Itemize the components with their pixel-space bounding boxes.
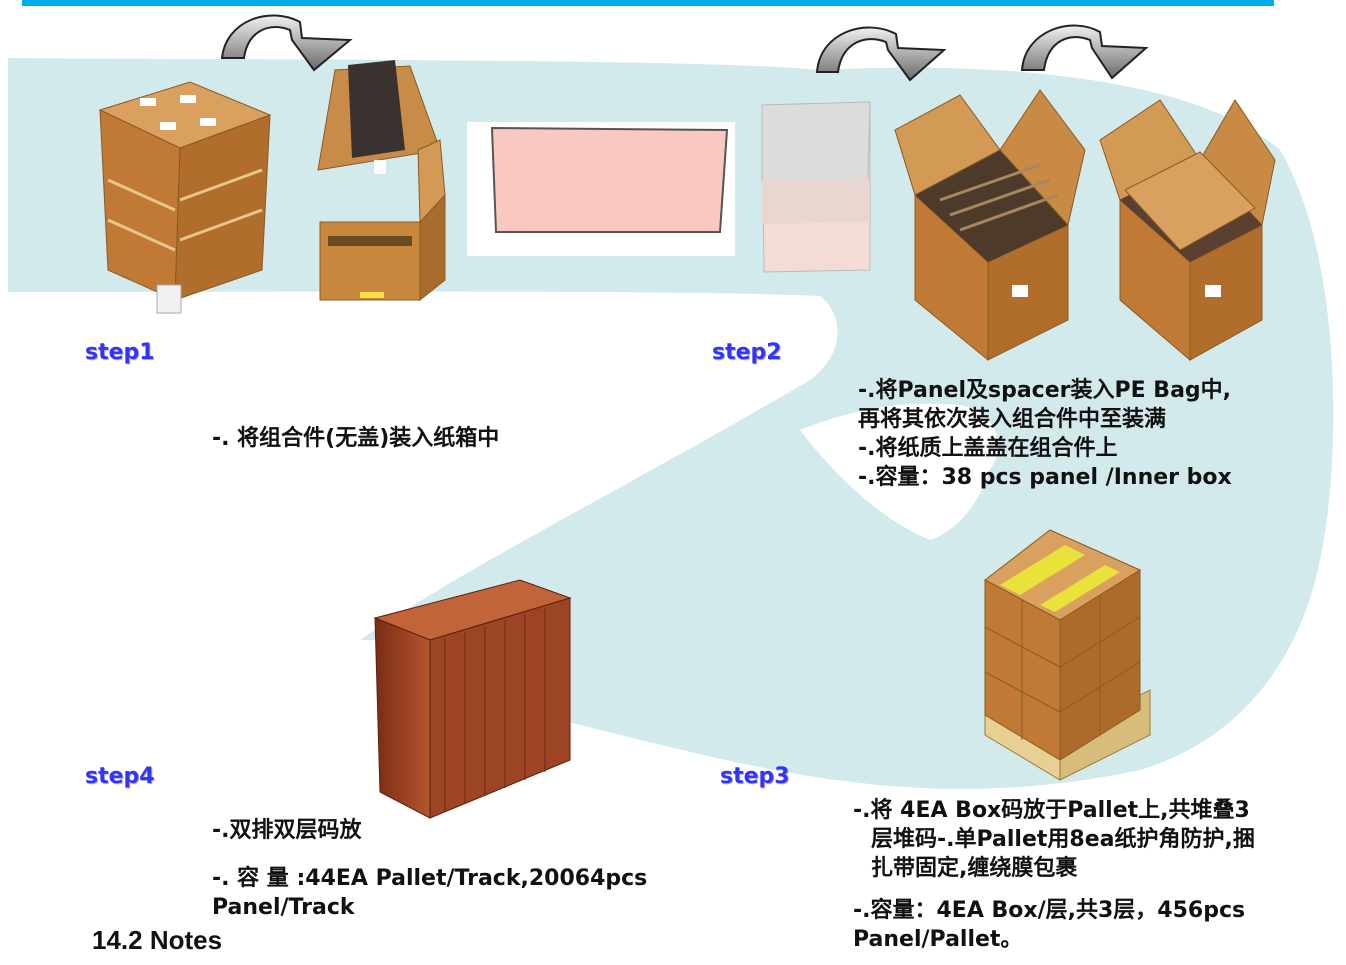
notes-heading: 14.2 Notes <box>92 925 223 955</box>
flow-band-inner-cut <box>800 403 999 540</box>
step1-open-carton-illustration <box>317 60 446 302</box>
pe-bag-spacer-illustration <box>761 101 871 273</box>
curved-arrow-icon <box>1020 24 1149 80</box>
panel-illustration <box>467 122 735 256</box>
shipping-container-illustration <box>373 579 572 819</box>
step4-label: step4 <box>85 764 155 789</box>
step3-description: -.将 4EA Box码放于Pallet上,共堆叠3 层堆码-.单Pallet用… <box>853 796 1333 954</box>
step4-description: -.双排双层码放 -. 容 量 :44EA Pallet/Track,20064… <box>212 816 792 922</box>
step2-line: 再将其依次装入组合件中至装满 <box>858 407 1167 432</box>
step2-covered-box-illustration <box>1099 99 1276 362</box>
step2-inner-box-illustration <box>894 89 1086 362</box>
step2-description: -.将Panel及spacer装入PE Bag中, 再将其依次装入组合件中至装满… <box>858 376 1338 492</box>
step4-line: -.双排双层码放 <box>212 818 362 843</box>
step3-line: 扎带固定,缠绕膜包裹 <box>871 856 1078 881</box>
step1-description: -. 将组合件(无盖)装入纸箱中 <box>212 426 500 451</box>
step3-label: step3 <box>720 764 790 789</box>
pallet-with-boxes-illustration <box>984 529 1151 781</box>
step2-label: step2 <box>712 340 782 365</box>
curved-arrow-icon <box>815 26 947 82</box>
step4-line: -. 容 量 :44EA Pallet/Track,20064pcs <box>212 866 648 891</box>
step3-line: -.容量：4EA Box/层,共3层，456pcs <box>853 898 1246 923</box>
step1-assembly-illustration <box>98 81 272 314</box>
step2-line: -.将Panel及spacer装入PE Bag中, <box>858 378 1232 403</box>
curved-arrow-icon <box>220 14 353 72</box>
step3-line: 层堆码-.单Pallet用8ea纸护角防护,捆 <box>871 827 1255 852</box>
step3-line: -.将 4EA Box码放于Pallet上,共堆叠3 <box>853 798 1250 823</box>
step2-line: -.将纸质上盖盖在组合件上 <box>858 436 1118 461</box>
step3-line: Panel/Pallet。 <box>853 927 1023 952</box>
step1-label: step1 <box>85 340 155 365</box>
step4-line: Panel/Track <box>212 895 355 920</box>
step2-line: -.容量：38 pcs panel /Inner box <box>858 465 1232 490</box>
top-accent-bar <box>22 0 1274 6</box>
